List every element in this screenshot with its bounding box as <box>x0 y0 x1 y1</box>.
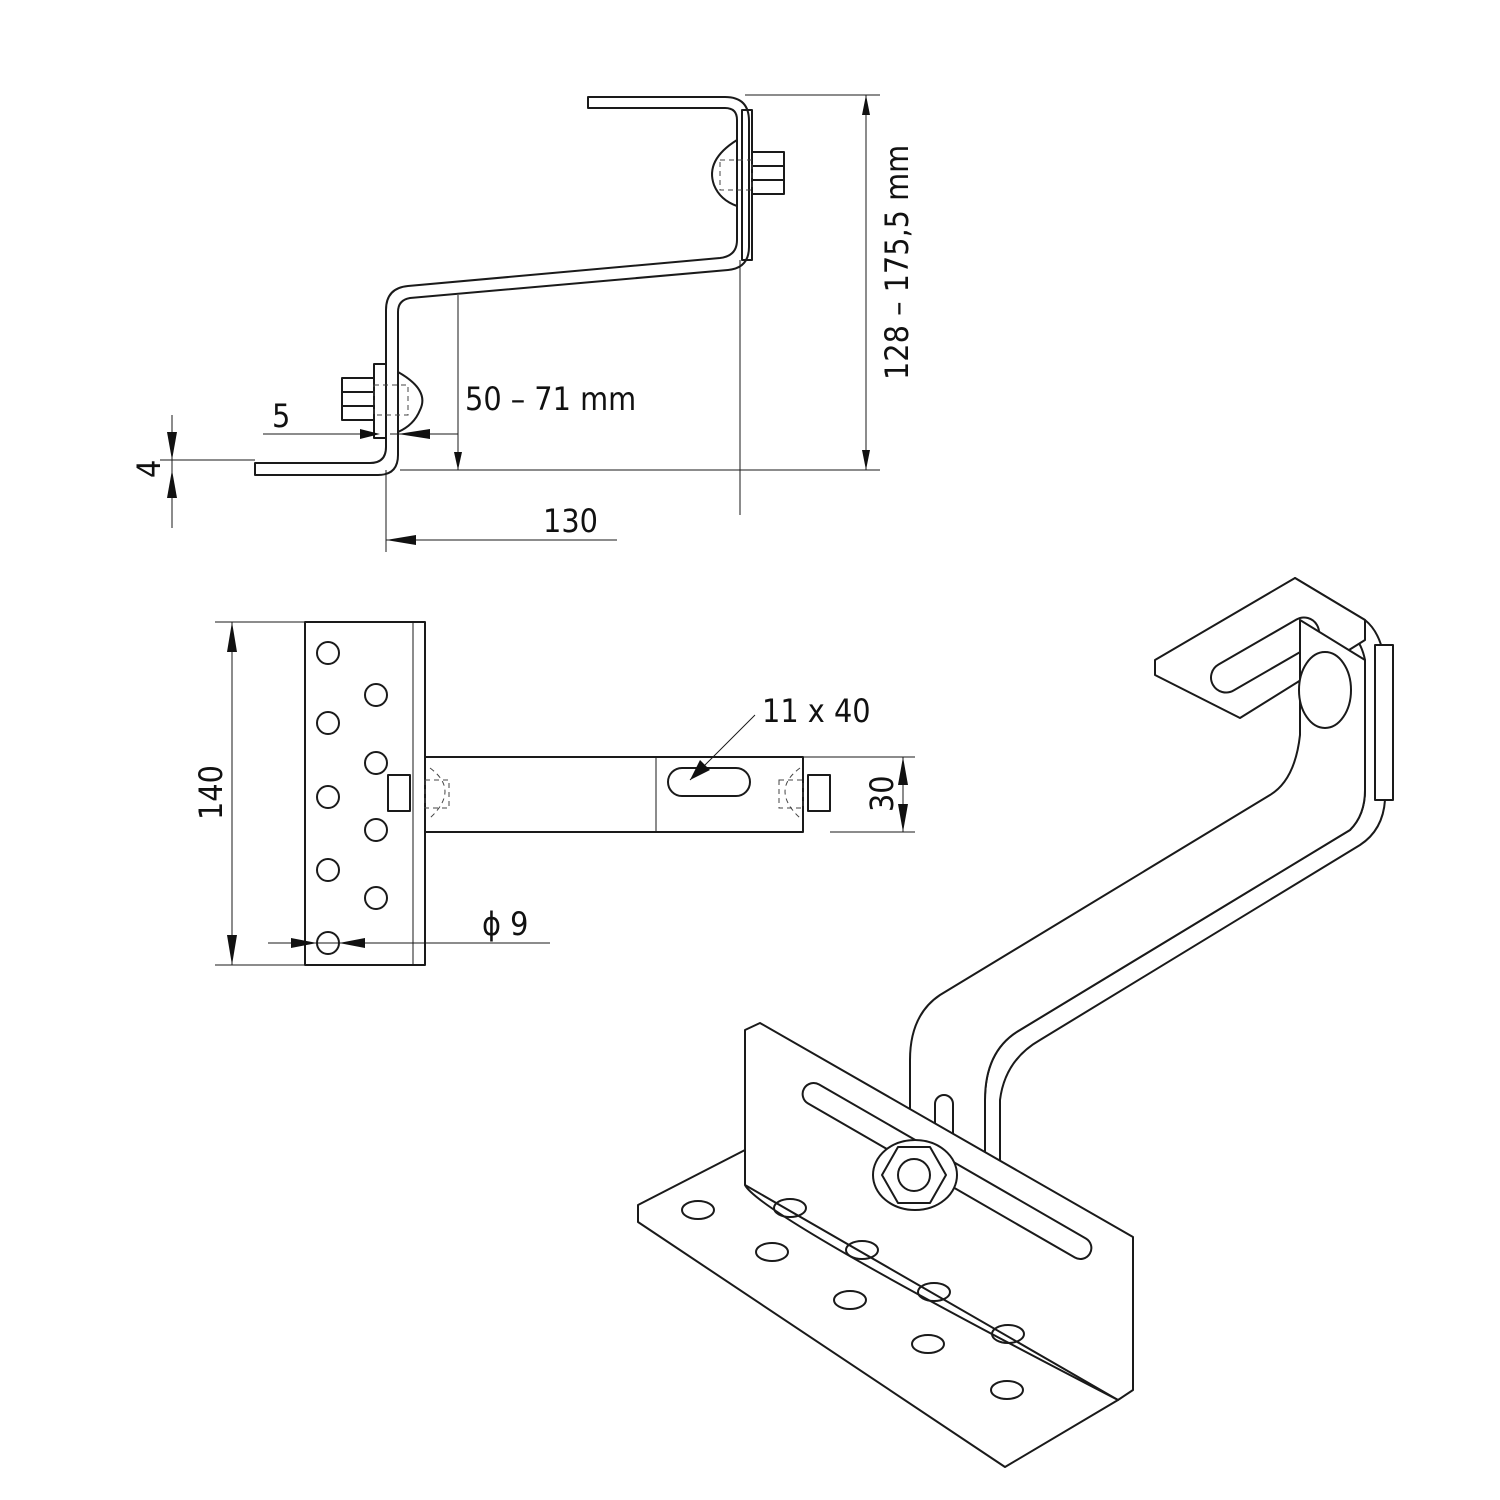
arm <box>424 756 804 833</box>
isometric-view <box>637 577 1394 1468</box>
upper-base-plate-edge <box>741 109 753 261</box>
bracket-hook-outline <box>254 96 750 476</box>
mounting-holes <box>316 641 388 955</box>
gap-label: 5 <box>272 397 290 435</box>
iso-upper-plate <box>1374 644 1394 801</box>
slot-size-label: 11 x 40 <box>762 692 871 730</box>
front-bolts <box>387 767 831 819</box>
adjustment-slot <box>667 767 751 797</box>
front-dimension-lines <box>215 621 915 966</box>
plate-height-label: 140 <box>192 765 230 820</box>
hole-diameter-label: ϕ 9 <box>482 905 528 943</box>
side-view: 128 – 175,5 mm 50 – 71 mm 5 4 130 <box>130 94 916 552</box>
lower-plate-edge <box>373 363 387 439</box>
thickness-label: 4 <box>130 460 168 478</box>
lower-height-range-label: 50 – 71 mm <box>465 380 636 418</box>
lower-bolt <box>341 371 424 433</box>
iso-hex-bolt <box>872 1139 958 1211</box>
iso-base-holes <box>681 1198 1025 1400</box>
iso-hook-face <box>909 619 1366 1211</box>
offset-label: 130 <box>543 502 598 540</box>
arm-width-label: 30 <box>863 775 901 812</box>
iso-upper-washer <box>1298 651 1352 729</box>
height-range-label: 128 – 175,5 mm <box>878 145 916 380</box>
dimension-lines <box>160 94 880 552</box>
upper-bolt <box>711 139 785 207</box>
front-view: 140 11 x 40 30 ϕ 9 <box>192 621 915 966</box>
iso-top-flange <box>1154 577 1366 719</box>
base-plate <box>304 621 426 966</box>
iso-top-slot <box>1210 616 1320 694</box>
